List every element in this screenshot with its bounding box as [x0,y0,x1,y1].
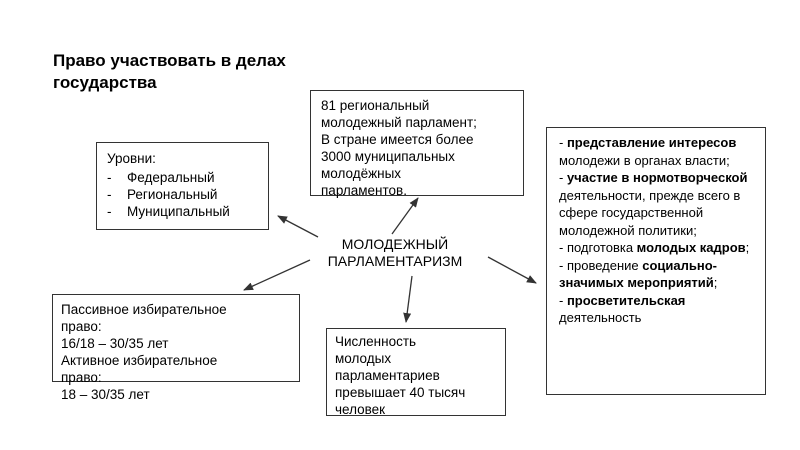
suffrage-line: Активное избирательное [61,353,218,368]
suffrage-line: право: [61,319,102,334]
parliaments-line: парламентов. [321,183,407,198]
function-item: - участие в нормотворческой деятельности… [559,170,748,238]
functions-box: - представление интересов молодежи в орг… [546,127,766,395]
parliaments-line: молодежный парламент; [321,115,477,130]
levels-list: Федеральный Региональный Муниципальный [107,169,260,220]
count-line: парламентариев [335,368,440,383]
function-item: - подготовка молодых кадров; [559,240,750,255]
level-item-regional: Региональный [107,186,260,203]
count-line: человек [335,402,386,417]
suffrage-line: 18 – 30/35 лет [61,387,150,402]
central-concept-line-2: ПАРЛАМЕНТАРИЗМ [327,253,463,269]
arrow-to-levels [277,215,319,238]
parliamentarians-count-box: Численность молодых парламентариев превы… [326,328,506,417]
parliaments-line: 3000 муниципальных [321,149,455,164]
level-item-municipal: Муниципальный [107,203,260,220]
arrow-to-suffrage [243,259,311,291]
suffrage-line: Пассивное избирательное [61,302,227,317]
parliaments-box: 81 региональный молодежный парламент; В … [310,90,524,198]
function-item: - представление интересов молодежи в орг… [559,135,737,168]
arrow-to-parliaments [391,197,419,235]
slide-title-line-2: государства [53,73,157,92]
central-concept-line-1: МОЛОДЕЖНЫЙ [341,236,449,252]
function-item: - просветительская деятельность [559,292,686,326]
count-line: молодых [335,351,392,366]
function-item: - проведение социально-значимых мероприя… [559,257,718,291]
parliaments-line: 81 региональный [321,98,430,113]
level-item-federal: Федеральный [107,169,260,186]
levels-box: Уровни: Федеральный Региональный Муницип… [96,142,269,230]
slide-title-line-1: Право участвовать в делах [53,51,286,70]
slide-title: Право участвовать в делах государства [53,50,353,94]
suffrage-line: 16/18 – 30/35 лет [61,336,169,351]
count-line: превышает 40 тысяч [335,385,466,400]
levels-heading: Уровни: [107,151,156,166]
suffrage-box: Пассивное избирательное право: 16/18 – 3… [52,294,300,402]
parliaments-line: молодёжных [321,166,402,181]
arrow-to-functions [487,256,537,284]
count-line: Численность [335,334,417,349]
arrow-to-count [403,275,413,323]
central-concept: МОЛОДЕЖНЫЙ ПАРЛАМЕНТАРИЗМ [305,236,485,270]
parliaments-line: В стране имеется более [321,132,474,147]
suffrage-line: право: [61,370,102,385]
